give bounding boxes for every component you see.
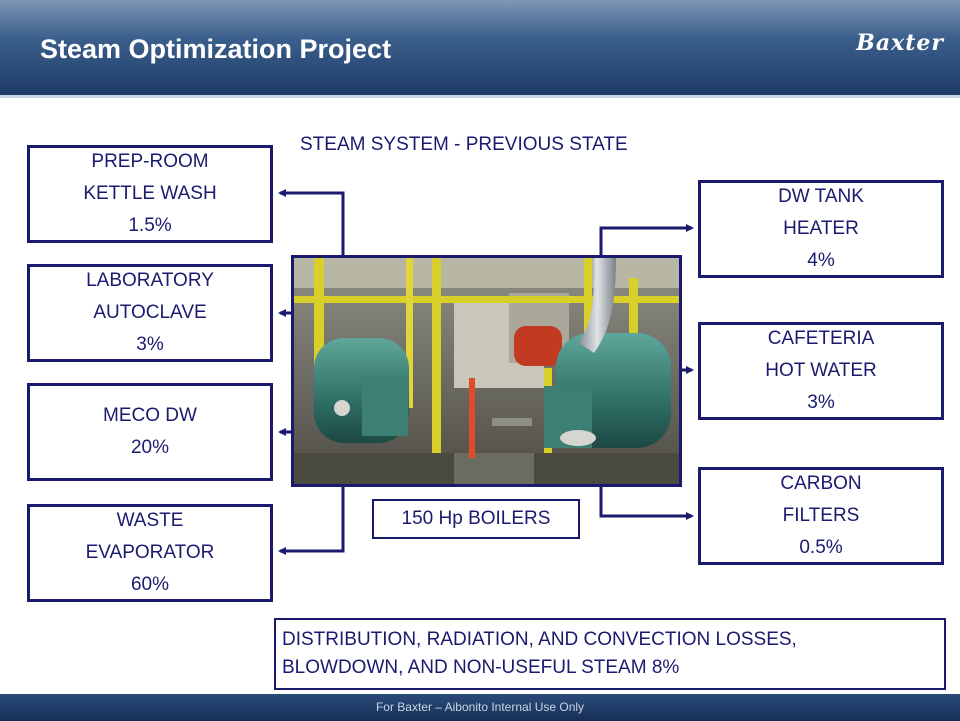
losses-box: DISTRIBUTION, RADIATION, AND CONVECTION … <box>274 618 946 690</box>
box-value: 20% <box>130 437 170 458</box>
box-label-line1: CARBON <box>780 473 862 494</box>
box-label-line1: LABORATORY <box>86 270 214 291</box>
boilers-caption: 150 Hp BOILERS <box>372 499 580 539</box>
baxter-logo: Baxter <box>856 30 944 56</box>
losses-line1: DISTRIBUTION, RADIATION, AND CONVECTION … <box>282 629 797 650</box>
arrow-to-carbon-filters <box>599 487 694 520</box>
box-label-line2: AUTOCLAVE <box>93 302 207 323</box>
box-value: 3% <box>136 334 164 355</box>
footer-bar <box>0 694 960 721</box>
box-value: 3% <box>807 392 835 413</box>
box-label-line2: HOT WATER <box>765 360 877 381</box>
arrow-to-kettle-wash <box>278 189 345 258</box>
box-label-line2: EVAPORATOR <box>85 542 215 563</box>
box-label-line1: MECO DW <box>103 405 197 426</box>
waste-evaporator-box: WASTE EVAPORATOR 60% <box>27 504 273 602</box>
box-label-line2: KETTLE WASH <box>83 183 217 204</box>
laboratory-autoclave-box: LABORATORY AUTOCLAVE 3% <box>27 264 273 362</box>
arrow-to-dw-tank <box>599 224 694 258</box>
meco-dw-box: MECO DW 20% <box>27 383 273 481</box>
boilers-photo <box>291 255 682 487</box>
losses-line2: BLOWDOWN, AND NON-USEFUL STEAM 8% <box>282 657 680 678</box>
box-value: 4% <box>807 250 835 271</box>
arrow-to-evaporator <box>278 487 345 555</box>
header-divider <box>0 95 960 98</box>
box-value: 0.5% <box>799 537 843 558</box>
slide-title: Steam Optimization Project <box>40 34 392 64</box>
dw-tank-heater-box: DW TANK HEATER 4% <box>698 180 944 278</box>
carbon-filters-box: CARBON FILTERS 0.5% <box>698 467 944 565</box>
prep-room-kettle-wash-box: PREP-ROOM KETTLE WASH 1.5% <box>27 145 273 243</box>
box-label-line2: FILTERS <box>782 505 860 526</box>
header-bar <box>0 0 960 95</box>
footer-text: For Baxter – Aibonito Internal Use Only <box>375 700 585 714</box>
box-label-line1: DW TANK <box>778 186 864 207</box>
diagram-heading: STEAM SYSTEM - PREVIOUS STATE <box>300 134 628 155</box>
cafeteria-hot-water-box: CAFETERIA HOT WATER 3% <box>698 322 944 420</box>
box-value: 1.5% <box>128 215 172 236</box>
box-label-line1: PREP-ROOM <box>91 151 209 172</box>
box-value: 60% <box>130 574 170 595</box>
box-label-line1: WASTE <box>116 510 184 531</box>
box-label-line1: CAFETERIA <box>767 328 875 349</box>
box-label-line2: HEATER <box>783 218 859 239</box>
